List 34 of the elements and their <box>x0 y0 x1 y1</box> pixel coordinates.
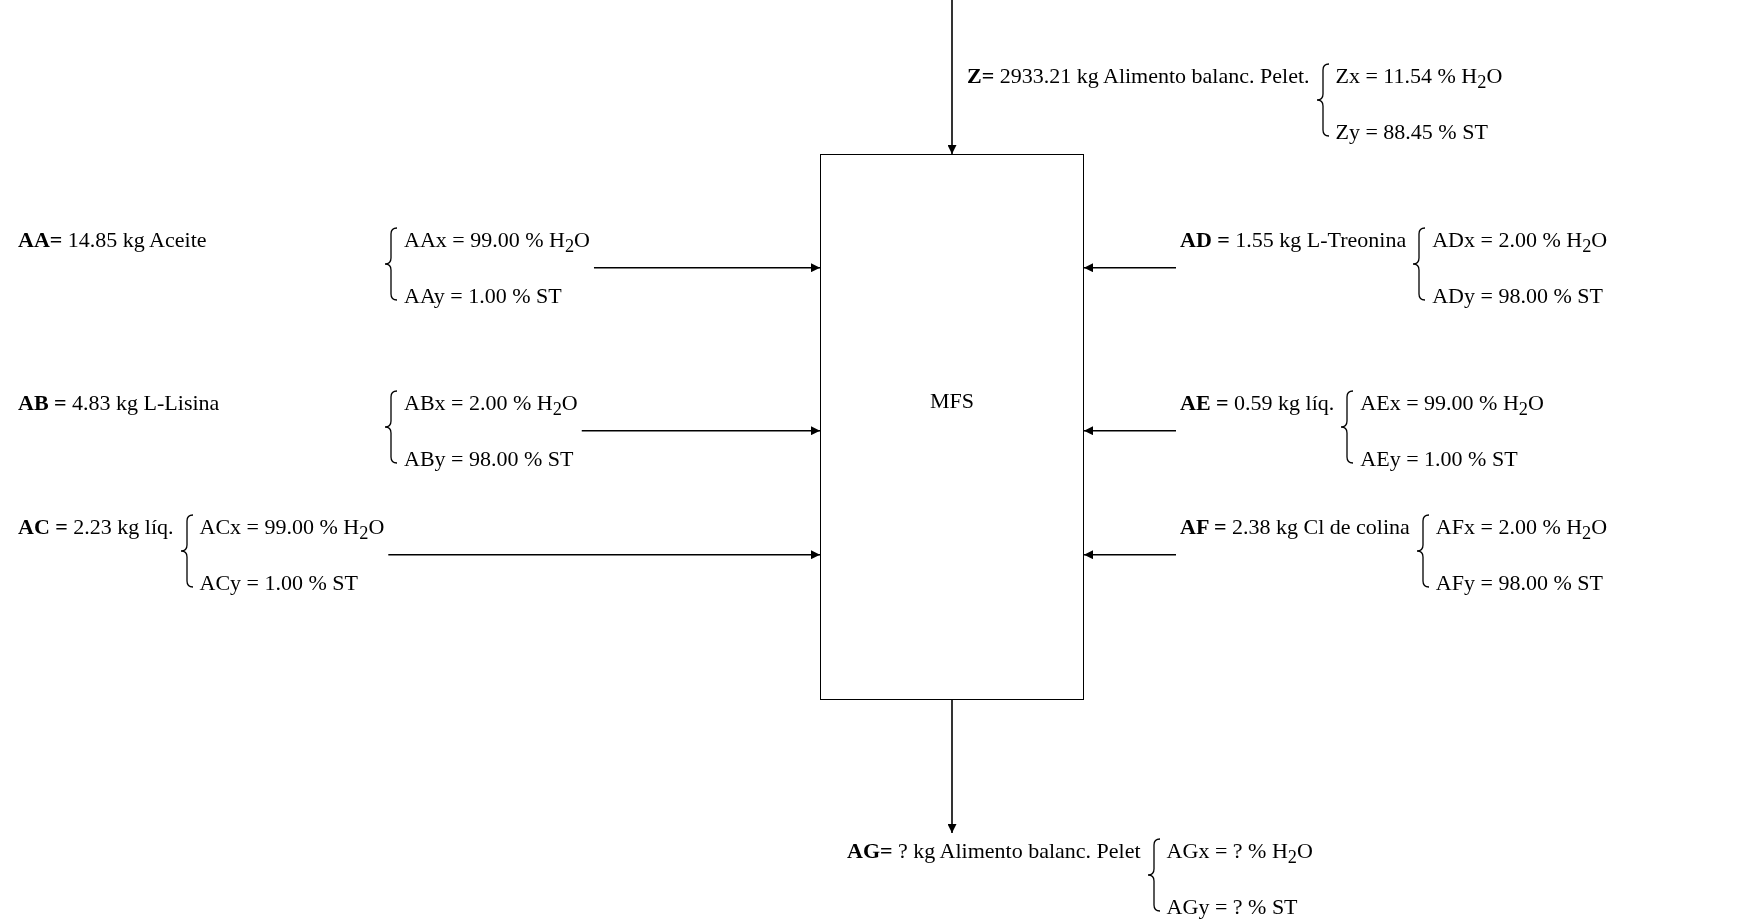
composition-line: ADy = 98.00 % ST <box>1432 282 1604 310</box>
composition-line: ABy = 98.00 % ST <box>404 445 575 473</box>
stream-label: AD = 1.55 kg L-Treonina <box>1180 226 1407 253</box>
composition-line: Zx = 11.54 % H$_{2}$O <box>1335 62 1503 95</box>
composition-line: AAy = 1.00 % ST <box>404 282 563 310</box>
composition-line: ACy = 1.00 % ST <box>199 569 359 597</box>
stream-label: AB = 4.83 kg L-Lisina <box>18 389 221 416</box>
process-box <box>820 154 1084 700</box>
arrow <box>580 426 821 436</box>
stream-label: AG= ? kg Alimento balanc. Pelet <box>847 837 1141 864</box>
composition-line: ABx = 2.00 % H$_{2}$O <box>404 389 578 422</box>
composition-line: AEy = 1.00 % ST <box>1360 445 1519 473</box>
stream-label: AA= 14.85 kg Aceite <box>18 226 208 253</box>
composition-line: AAx = 99.00 % H$_{2}$O <box>404 226 590 259</box>
stream-label: AC = 2.23 kg líq. <box>18 513 174 540</box>
composition-line: AEx = 99.00 % H$_{2}$O <box>1360 389 1544 422</box>
arrow <box>1083 550 1177 560</box>
composition-line: ACx = 99.00 % H$_{2}$O <box>199 513 385 546</box>
arrow <box>593 263 821 273</box>
box-label: MFS <box>929 387 974 414</box>
arrow <box>1083 426 1177 436</box>
composition-line: ADx = 2.00 % H$_{2}$O <box>1432 226 1608 259</box>
composition-line: AFx = 2.00 % H$_{2}$O <box>1435 513 1608 546</box>
stream-label: AE = 0.59 kg líq. <box>1180 389 1335 416</box>
composition-line: AGy = ? % ST <box>1166 893 1299 920</box>
arrow <box>947 699 957 834</box>
stream-label: AF = 2.38 kg Cl de colina <box>1180 513 1410 540</box>
stream-label: Z= 2933.21 kg Alimento balanc. Pelet. <box>967 62 1310 89</box>
arrow <box>1083 263 1177 273</box>
composition-line: AFy = 98.00 % ST <box>1435 569 1604 597</box>
composition-line: AGx = ? % H$_{2}$O <box>1166 837 1313 870</box>
arrow <box>387 550 821 560</box>
composition-line: Zy = 88.45 % ST <box>1335 118 1489 146</box>
arrow <box>947 0 957 155</box>
